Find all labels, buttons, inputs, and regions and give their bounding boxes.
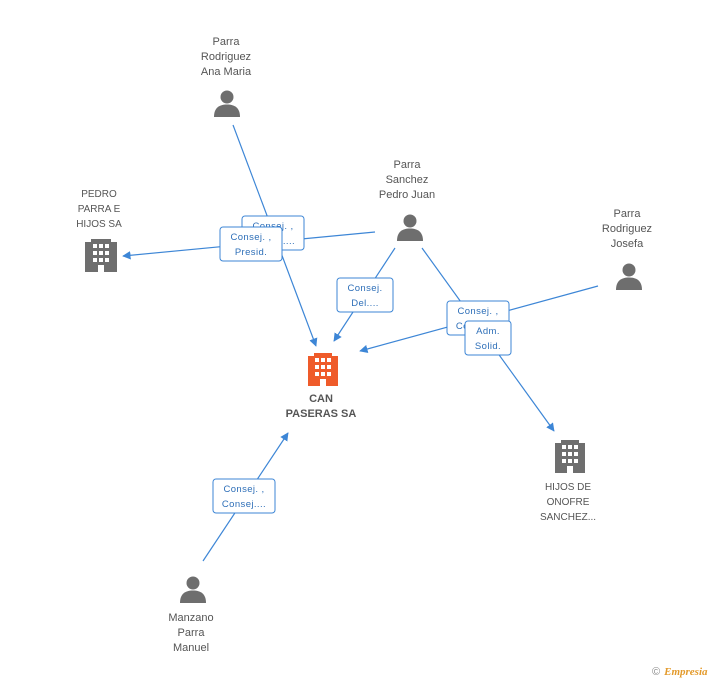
node-person-manuel[interactable]: Manzano Parra Manuel (168, 576, 214, 655)
person-icon (180, 576, 206, 603)
person-icon (397, 214, 423, 241)
building-icon (85, 239, 117, 272)
person-icon (214, 90, 240, 117)
node-label: Rodriguez (602, 223, 652, 235)
node-person-pedro-juan[interactable]: Parra Sanchez Pedro Juan (379, 159, 435, 241)
node-label: SANCHEZ... (540, 512, 596, 523)
node-label: PARRA E (78, 204, 121, 215)
node-label: Manuel (173, 642, 209, 654)
node-person-ana-maria[interactable]: Parra Rodriguez Ana Maria (201, 36, 252, 117)
copyright-icon: © (652, 666, 661, 678)
node-label: Josefa (611, 238, 644, 250)
node-label: Parra (614, 208, 642, 220)
node-label: HIJOS SA (76, 219, 122, 230)
relation-text: Consej. , (230, 232, 271, 243)
relation-text: Solid. (475, 341, 501, 352)
node-label: Pedro Juan (379, 189, 435, 201)
relation-label-r3-front[interactable]: Adm. Solid. (464, 320, 512, 356)
relation-text: Presid. (235, 247, 267, 258)
node-company-hijos-onofre[interactable]: HIJOS DE ONOFRE SANCHEZ... (540, 440, 596, 523)
node-company-can-paseras[interactable]: CAN PASERAS SA (286, 353, 357, 420)
node-label: Sanchez (386, 174, 429, 186)
node-label: HIJOS DE (545, 482, 591, 493)
building-icon (555, 440, 585, 473)
node-label: Rodriguez (201, 51, 251, 63)
building-icon (308, 353, 338, 386)
node-label: Parra (178, 627, 206, 639)
relation-label-r1-front[interactable]: Consej. , Presid. (219, 226, 283, 262)
node-label: Parra (213, 36, 241, 48)
relation-text: Consej.... (222, 499, 266, 510)
relation-text: Del.... (351, 298, 379, 309)
relation-text: Adm. (476, 326, 500, 337)
relation-text: Consej. , (223, 484, 264, 495)
brand-footer[interactable]: ©Empresia (652, 666, 708, 678)
relation-text: Consej. , (457, 306, 498, 317)
node-label: CAN (309, 393, 333, 405)
relation-label-r4[interactable]: Consej. , Consej.... (212, 478, 276, 514)
relation-text: Consej. (347, 283, 382, 294)
node-label: PASERAS SA (286, 408, 357, 420)
node-label: Manzano (168, 612, 213, 624)
person-icon (616, 263, 642, 290)
node-label: PEDRO (81, 189, 117, 200)
relation-label-r2[interactable]: Consej. Del.... (336, 277, 394, 313)
node-person-josefa[interactable]: Parra Rodriguez Josefa (602, 208, 652, 290)
node-label: Ana Maria (201, 66, 252, 78)
node-label: ONOFRE (547, 497, 590, 508)
brand-logo: Empresia (664, 666, 708, 678)
node-company-pedro-parra-hijos[interactable]: PEDRO PARRA E HIJOS SA (76, 189, 122, 272)
node-label: Parra (394, 159, 422, 171)
